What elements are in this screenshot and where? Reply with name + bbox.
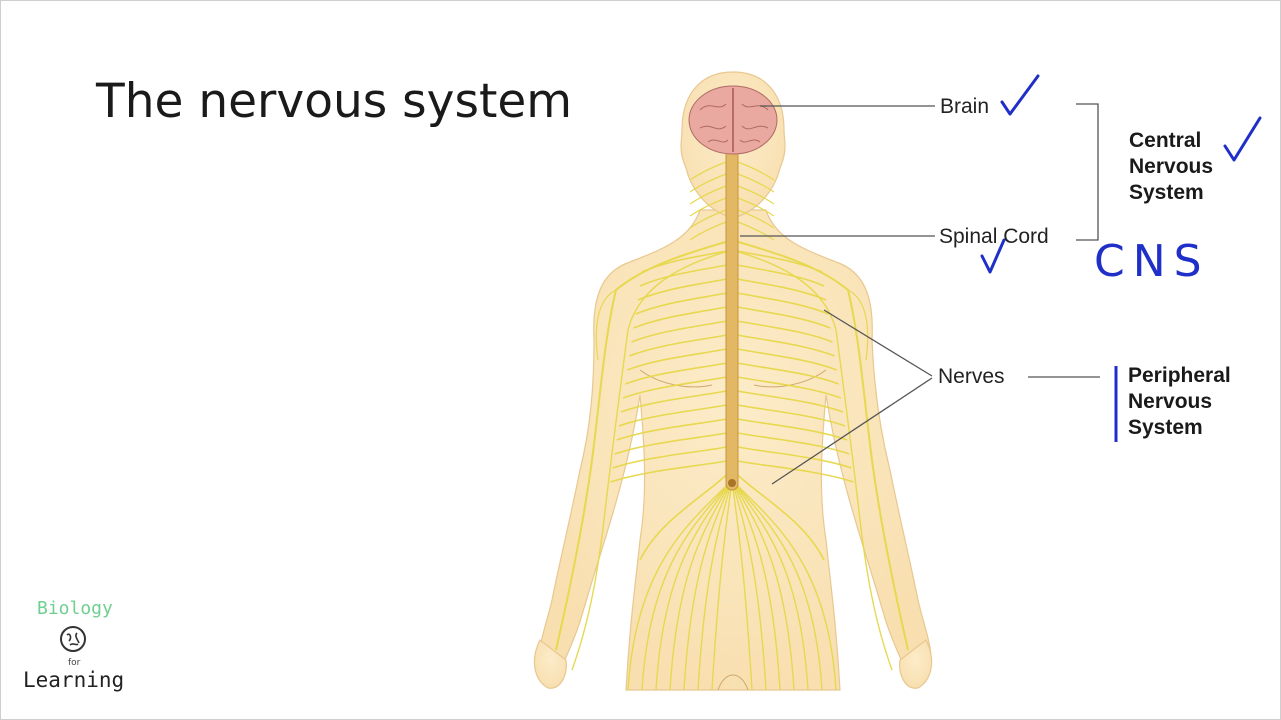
nerve-branch xyxy=(639,469,733,561)
nerve-branch xyxy=(731,479,809,691)
spinal-cord xyxy=(725,149,739,491)
nerve-branch xyxy=(633,305,733,329)
group-central-line: System xyxy=(1129,181,1204,204)
group-peripheral-line: Nervous xyxy=(1128,390,1213,413)
handwritten-cns: CNS xyxy=(1094,236,1210,287)
check-icon-cns xyxy=(1223,116,1262,162)
check-icon-spinal xyxy=(980,238,1006,274)
nerve-branch xyxy=(620,389,733,413)
nerve-branch xyxy=(731,469,825,561)
check-icon-brain xyxy=(1000,74,1040,116)
nerve-branch xyxy=(595,289,617,361)
logo-line-learning: Learning xyxy=(23,668,125,692)
nerve-branch xyxy=(555,239,733,651)
group-peripheral-line: System xyxy=(1128,416,1203,439)
nerve-branch xyxy=(637,277,733,301)
nerve-branch xyxy=(683,479,733,691)
slide-title: The nervous system xyxy=(96,74,573,129)
nerve-branch xyxy=(731,347,837,371)
nerve-branch xyxy=(655,479,733,691)
nerve-branch xyxy=(731,431,850,455)
nerve-branch xyxy=(711,479,733,691)
logo-emblem-icon xyxy=(60,626,86,652)
nerve-branch xyxy=(731,479,837,691)
nerve-branch xyxy=(631,319,733,343)
nerve-branch xyxy=(731,417,848,441)
nerve-branch xyxy=(669,479,733,691)
nerve-network xyxy=(555,159,909,691)
logo-line-biology: Biology xyxy=(37,598,113,619)
nerve-branch xyxy=(627,479,733,691)
label-brain: Brain xyxy=(940,95,990,118)
brain xyxy=(688,85,778,155)
nerve-branch xyxy=(731,389,844,413)
nerve-branch xyxy=(731,333,835,357)
label-nerves: Nerves xyxy=(938,365,1005,388)
nerve-branch xyxy=(731,291,829,315)
nerve-branch xyxy=(731,277,827,301)
nerve-branch xyxy=(571,249,733,671)
nerve-branch xyxy=(629,333,733,357)
nerve-branch xyxy=(614,431,733,455)
nerve-branch xyxy=(641,479,733,691)
check-marks xyxy=(980,74,1262,274)
nerve-branch xyxy=(616,417,733,441)
nerve-branch xyxy=(731,403,846,427)
group-central-line: Central xyxy=(1129,129,1202,152)
nerve-branch xyxy=(731,375,842,399)
nerve-branch xyxy=(731,445,852,469)
nerve-branch xyxy=(610,459,733,483)
nerve-branch xyxy=(627,347,733,371)
nerve-branch xyxy=(731,305,831,329)
logo-line-for: for xyxy=(68,658,81,668)
nerve-branch xyxy=(731,263,825,287)
nerve-branch xyxy=(731,479,767,691)
biology-for-learning-logo: Biology for Learning xyxy=(20,598,130,698)
nerve-branch xyxy=(618,403,733,427)
nerve-branch xyxy=(624,361,733,385)
nerve-branch xyxy=(731,239,909,651)
leader-lines xyxy=(740,103,1100,485)
nerve-branch xyxy=(731,479,823,691)
nerve-branch xyxy=(731,361,840,385)
group-peripheral-nervous-system: Peripheral Nervous System xyxy=(1128,363,1231,441)
nerve-branch xyxy=(635,291,733,315)
group-central-line: Nervous xyxy=(1129,155,1214,178)
group-peripheral-line: Peripheral xyxy=(1128,364,1231,387)
group-central-nervous-system: Central Nervous System xyxy=(1129,128,1213,206)
nerve-branch xyxy=(697,479,733,691)
nerve-branch xyxy=(731,479,781,691)
label-spinal-cord: Spinal Cord xyxy=(939,225,1049,248)
nerve-branch xyxy=(731,459,854,483)
nerve-branch xyxy=(731,479,753,691)
nerve-branch xyxy=(847,289,869,361)
nerve-branch xyxy=(639,263,733,287)
nerve-branch xyxy=(731,249,893,671)
nerve-branch xyxy=(622,375,733,399)
nerve-branch xyxy=(731,479,795,691)
nerve-branch xyxy=(731,319,833,343)
nerve-branch xyxy=(612,445,733,469)
